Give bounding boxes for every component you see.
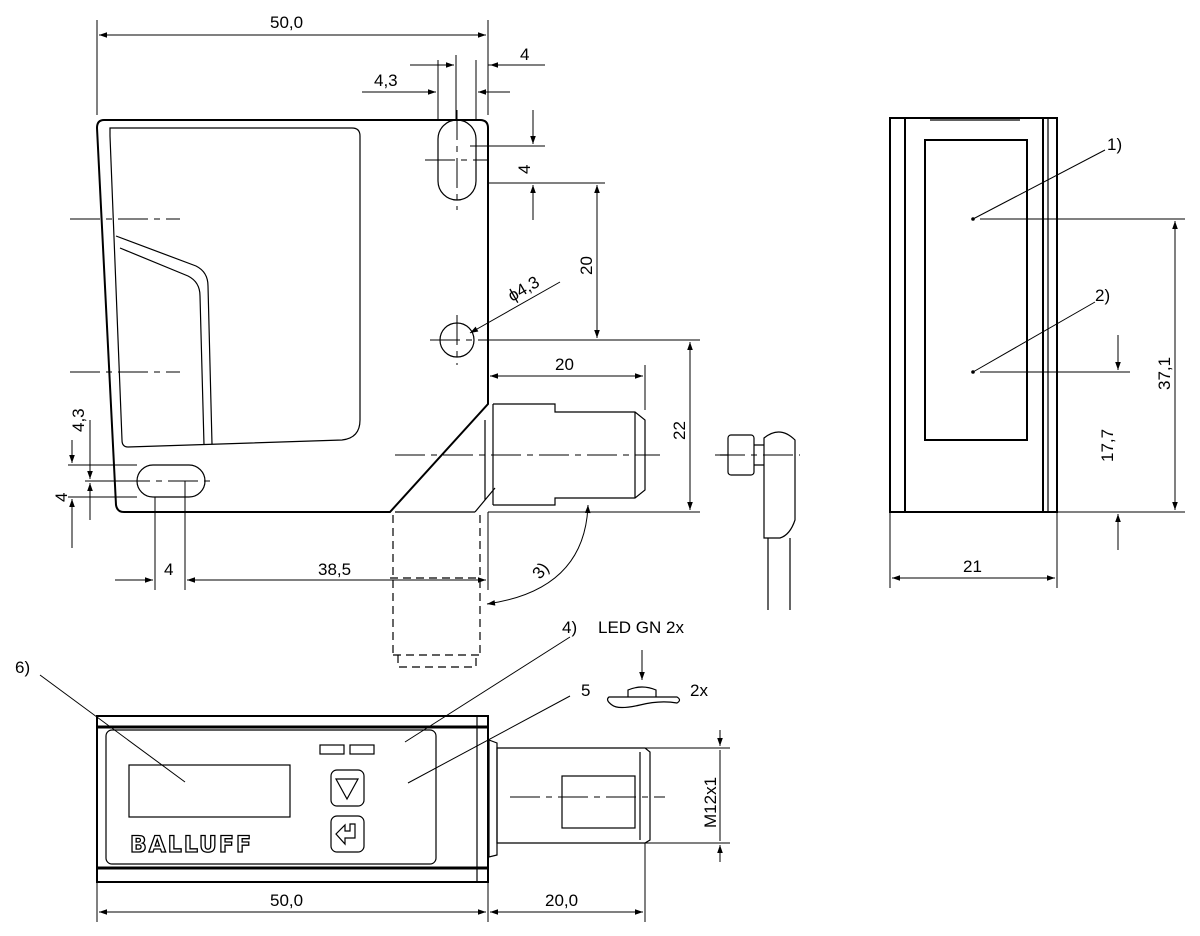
dim-connector-height: 22 [670, 421, 689, 440]
push-button-icon [606, 650, 681, 709]
triangle-down-icon [334, 778, 360, 801]
callout-2: 2) [1095, 286, 1110, 305]
dim-hole-diameter: ϕ4,3 [505, 272, 543, 305]
enter-icon [335, 823, 356, 846]
dim-body-length: 50,0 [270, 891, 303, 910]
dim-width-front: 21 [963, 557, 982, 576]
connector-down-alternative [390, 515, 481, 668]
dim-thread: M12x1 [701, 777, 720, 828]
down-button[interactable] [330, 769, 365, 807]
dim-connector-length-top: 20,0 [545, 891, 578, 910]
enter-button[interactable] [330, 815, 365, 853]
balluff-logo: BALLUFF [130, 833, 253, 858]
callout-6: 6) [15, 658, 30, 677]
dim-height-1: 37,1 [1155, 357, 1174, 390]
dim-left-slot: 4 [52, 493, 71, 502]
lens-window-front [924, 139, 1028, 441]
callout-1: 1) [1107, 135, 1122, 154]
callout-5: 5 [581, 681, 590, 700]
callout-4: 4) [562, 618, 577, 637]
dim-height-2: 17,7 [1098, 429, 1117, 462]
front-view: 1) 2) 37,1 17,7 21 [889, 117, 1185, 588]
control-panel [105, 729, 437, 865]
dim-slot-height: 4 [515, 165, 534, 174]
led-indicator [349, 744, 375, 755]
angled-connector-illustration [715, 431, 800, 610]
button-count: 2x [690, 681, 708, 700]
dim-hole-spacing: 20 [577, 256, 596, 275]
rotation-note: 3) [529, 559, 553, 583]
dim-width: 50,0 [270, 13, 303, 32]
dim-bottom-slot: 4 [164, 560, 173, 579]
dim-left-offset: 4,3 [69, 408, 88, 432]
side-view: 50,0 4 4,3 4 20 ϕ4,3 20 22 4,3 [52, 13, 700, 668]
dim-connector-length: 20 [555, 355, 574, 374]
dim-slot-width: 4 [520, 45, 529, 64]
sensor-body-outline [95, 119, 489, 513]
led-label: LED GN 2x [598, 618, 684, 637]
dim-hole-offset: 4,3 [374, 71, 398, 90]
display [128, 764, 291, 818]
lens-window [109, 127, 361, 448]
led-indicator [319, 744, 345, 755]
top-view: BALLUFF M12x1 50,0 20,0 6) 4) LED GN 2x … [15, 618, 730, 922]
dim-bottom-hole: 38,5 [318, 560, 351, 579]
